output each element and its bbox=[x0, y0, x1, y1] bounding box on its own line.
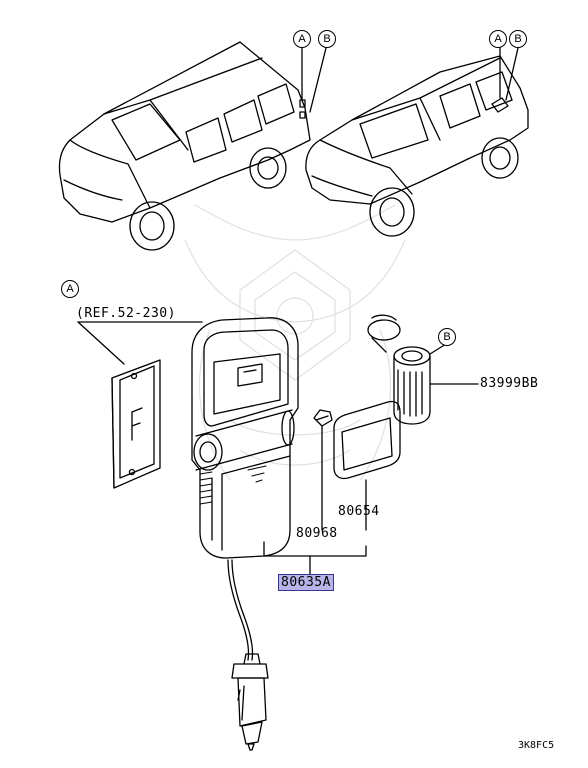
vehicle-left bbox=[58, 41, 327, 251]
part-label-80968[interactable]: 80968 bbox=[296, 526, 338, 541]
main-unit bbox=[191, 317, 299, 661]
lens-80654 bbox=[333, 400, 401, 531]
marker-b-vehicle-right: B bbox=[509, 30, 527, 48]
ref-label: (REF.52-230) bbox=[76, 306, 176, 321]
marker-a-vehicle-right: A bbox=[489, 30, 507, 48]
marker-b-section: B bbox=[438, 328, 456, 346]
socket-83999bb bbox=[367, 314, 479, 425]
vehicle-right bbox=[305, 47, 529, 237]
lighter-plug bbox=[231, 653, 269, 751]
marker-a-vehicle-left: A bbox=[293, 30, 311, 48]
marker-a-section: A bbox=[61, 280, 79, 298]
part-label-80654[interactable]: 80654 bbox=[338, 504, 380, 519]
diagram-code: 3K8FC5 bbox=[518, 740, 555, 751]
part-label-83999bb[interactable]: 83999BB bbox=[480, 376, 539, 391]
marker-b-vehicle-left: B bbox=[318, 30, 336, 48]
bracket-ref bbox=[77, 321, 203, 489]
bulb-80968 bbox=[313, 409, 333, 531]
leader-lines bbox=[263, 343, 447, 575]
part-label-80635a[interactable]: 80635A bbox=[278, 574, 334, 591]
